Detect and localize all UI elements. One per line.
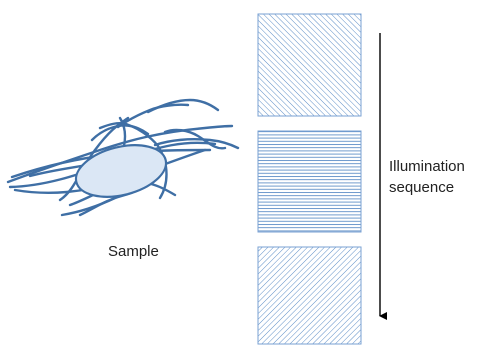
sample-label: Sample (108, 243, 159, 260)
illumination-label-line2: sequence (389, 179, 455, 196)
sample-cell-illustration (6, 98, 240, 217)
illumination-sequence-label: Illumination sequence (389, 156, 465, 198)
fiber (153, 138, 240, 150)
illumination-label-line1: Illumination (389, 158, 465, 175)
illumination-pattern-1 (257, 13, 362, 117)
illumination-pattern-3 (257, 246, 362, 345)
illumination-pattern-2 (257, 130, 362, 233)
fiber (146, 98, 220, 114)
fiber (98, 122, 168, 200)
fiber (163, 128, 227, 150)
cell-nucleus (74, 144, 168, 198)
fiber (118, 116, 127, 148)
